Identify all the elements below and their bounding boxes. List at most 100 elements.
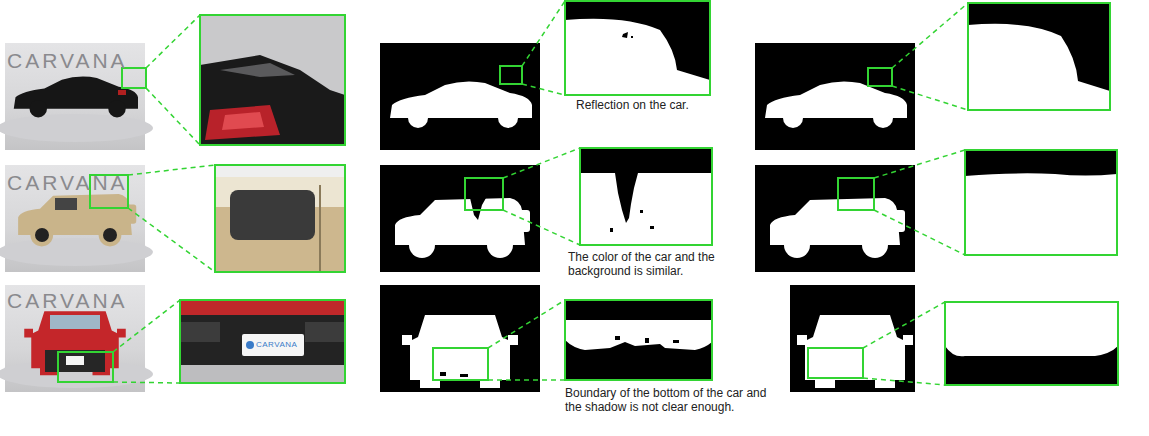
zoom-frame-part (200, 15, 345, 145)
zoom-mask (945, 302, 1118, 385)
zoom-mask-part (622, 32, 628, 38)
zoom-photo-part (305, 322, 345, 342)
zoom-mask-part (580, 148, 712, 245)
zoom-mask-part (965, 150, 1117, 176)
zoom-photo-part (200, 55, 345, 145)
leader-line-part (128, 165, 215, 175)
mask-image-part-part (390, 81, 532, 128)
car-photo-part (103, 228, 117, 242)
leader-line-part (892, 86, 968, 110)
leader-line-part (488, 379, 565, 381)
mask-image-part (755, 43, 915, 150)
leader-line-part (488, 300, 565, 348)
zoom-mask-part (565, 19, 710, 95)
zoom-photo-part (180, 315, 345, 365)
car-photo (0, 165, 153, 272)
leader-line-part (146, 15, 200, 68)
leader-line-part (892, 3, 968, 68)
zoom-mask-part (565, 300, 712, 380)
leader-line-part (128, 208, 215, 272)
zoom-photo-part (180, 322, 220, 342)
zoom-photo (200, 15, 345, 145)
mask-image-part (765, 81, 907, 128)
mask-image-part (402, 315, 518, 388)
zoom-mask (565, 300, 712, 380)
zoom-mask-part (968, 24, 1110, 110)
zoom-frame-part (180, 300, 345, 383)
zoom-mask-part (580, 148, 712, 173)
leader-line-part (863, 302, 945, 348)
mask-image (380, 285, 540, 392)
zoom-mask-part (673, 340, 679, 343)
zoom-mask-part (565, 0, 710, 95)
zoom-photo-part (220, 63, 295, 77)
car-photo-part (50, 315, 100, 329)
error-caption: The color of the car and the background … (568, 250, 758, 279)
zoom-mask (968, 3, 1110, 110)
zoom-mask-part (565, 320, 712, 350)
zoom-mask-part (945, 302, 1118, 385)
mask-image (790, 285, 915, 392)
mask-image-part-part (395, 198, 530, 258)
car-photo-part-part (14, 77, 138, 118)
zoom-frame-part (968, 3, 1110, 110)
zoom-photo-part (205, 105, 280, 140)
zoom-frame-part (215, 165, 345, 272)
zoom-frame (58, 1, 1118, 385)
zoom-photo-part (215, 165, 345, 272)
zoom-frame-part (465, 178, 503, 210)
car-photo (0, 43, 153, 150)
zoom-frame-part (580, 148, 712, 245)
zoom-mask (580, 148, 712, 245)
mask-image-part (380, 165, 540, 272)
zoom-photo (215, 165, 345, 272)
zoom-frame-part (58, 352, 113, 382)
zoom-photo-part (222, 112, 264, 130)
zoom-photo-part (200, 15, 345, 145)
zoom-frame-part (433, 348, 488, 380)
zoom-photo-part (319, 185, 321, 272)
car-photo-part (14, 77, 138, 118)
zoom-mask-part (645, 338, 649, 343)
leader-line (113, 1, 968, 385)
zoom-photo-part (180, 300, 345, 315)
zoom-mask-part (615, 173, 638, 223)
leader-line-part (522, 84, 565, 95)
car-photo-part (118, 90, 126, 95)
mask-image-part (380, 43, 540, 150)
zoom-frame-part (500, 66, 522, 84)
zoom-photo (180, 300, 345, 383)
watermark-text: CARVANA (7, 288, 128, 313)
car-photo-part-part (24, 311, 126, 375)
zoom-mask-part (631, 36, 633, 38)
leader-line-part (503, 148, 580, 178)
mask-image-part (460, 374, 468, 377)
zoom-mask-part (615, 336, 620, 340)
car-photo-part (24, 311, 126, 375)
car-photo-part (55, 198, 77, 210)
mask-image-part (797, 315, 913, 388)
error-caption: Reflection on the car. (576, 98, 756, 112)
car-photo-part (35, 228, 49, 242)
zoom-photo-part (242, 334, 304, 356)
mask-image (380, 43, 540, 150)
leader-line-part (113, 382, 180, 383)
zoom-photo-part (230, 190, 315, 240)
leader-line-part (863, 378, 945, 385)
watermark-text: CARVANA (7, 48, 128, 73)
mask-image-part-part (797, 315, 913, 388)
watermark-text: CARVANA (7, 170, 128, 195)
car-photo-part (45, 350, 105, 372)
zoom-mask-part (945, 346, 1118, 385)
mask-image-part (390, 81, 532, 128)
error-caption: Boundary of the bottom of the car and th… (565, 386, 770, 415)
zoom-frame-part (565, 1, 710, 95)
zoom-mask (965, 150, 1117, 255)
zoom-frame-part (965, 150, 1117, 255)
plate-text: CARVANA (256, 340, 297, 350)
leader-line-part (503, 210, 580, 245)
mask-image-part-part (402, 315, 518, 388)
leader-line-part (522, 1, 565, 66)
